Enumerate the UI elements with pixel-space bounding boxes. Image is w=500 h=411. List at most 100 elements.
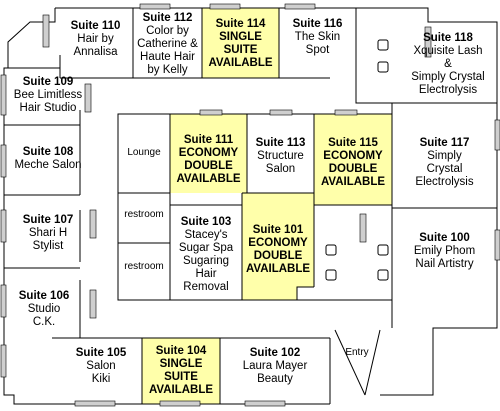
window	[84, 83, 92, 113]
suite-tenant: Xquisite Lash & Simply Crystal Electroly…	[411, 45, 485, 96]
suite-114-label: Suite 114 SINGLE SUITE AVAILABLE	[202, 18, 279, 70]
suite-tenant: Structure Salon	[257, 150, 304, 175]
suite-tenant: Meche Salon	[14, 159, 82, 171]
window	[284, 3, 316, 10]
chair-icon	[377, 39, 389, 51]
suite-name: Suite 114	[215, 18, 266, 30]
suite-114-fill	[202, 8, 279, 78]
window	[359, 213, 367, 243]
window	[0, 144, 7, 178]
suite-name: Suite 101	[252, 224, 304, 236]
suite-tenant: Studio C.K.	[27, 303, 61, 328]
window	[199, 109, 223, 116]
suite-tenant: The Skin Spot	[294, 31, 341, 56]
suite-tenant: Simply Crystal Electrolysis	[415, 150, 474, 188]
entry-door	[334, 329, 366, 396]
suite-name: Suite 105	[75, 347, 127, 359]
suite-110-label: Suite 110 Hair by Annalisa	[58, 20, 133, 59]
suite-108-label: Suite 108 Meche Salon	[4, 146, 92, 172]
window	[269, 109, 293, 116]
chair-icon	[325, 269, 337, 281]
suite-tenant: ECONOMY DOUBLE AVAILABLE	[176, 147, 241, 185]
suite-name: Suite 113	[255, 137, 306, 149]
suite-tenant: SINGLE SUITE AVAILABLE	[148, 358, 214, 396]
suite-106-label: Suite 106 Studio C.K.	[4, 290, 84, 329]
window	[494, 229, 500, 261]
window	[424, 26, 432, 58]
suite-name: Suite 103	[180, 216, 232, 228]
suite-tenant: Hair by Annalisa	[73, 33, 118, 58]
suite-103-label: Suite 103 Stacey's Sugar Spa Sugaring Ha…	[170, 216, 242, 294]
suite-name: Suite 117	[419, 137, 470, 149]
suite-tenant: Bee Limitless Hair Studio	[13, 89, 83, 114]
outer-wall-left	[3, 8, 330, 405]
suite-117-label: Suite 117 Simply Crystal Electrolysis	[392, 137, 497, 189]
suite-101-label: Suite 101 ECONOMY DOUBLE AVAILABLE	[242, 224, 314, 276]
suite-tenant: ECONOMY DOUBLE AVAILABLE	[320, 150, 386, 188]
suite-tenant: Laura Mayer Beauty	[242, 360, 308, 385]
entry-door	[364, 329, 381, 396]
suite-tenant: Emily Phom Nail Artistry	[413, 245, 476, 270]
suite-name: Suite 116	[292, 18, 343, 30]
restroom-label: restroom	[124, 209, 164, 220]
suite-105-label: Suite 105 Salon Kiki	[60, 347, 142, 386]
window	[139, 3, 171, 10]
chair-icon	[377, 244, 389, 256]
suite-name: Suite 108	[22, 146, 74, 158]
suite-112-label: Suite 112 Color by Catherine & Haute Hai…	[133, 12, 202, 77]
wall	[355, 60, 497, 104]
window	[244, 400, 286, 407]
window	[0, 74, 7, 116]
suite-tenant: ECONOMY DOUBLE AVAILABLE	[245, 237, 311, 275]
suite-tenant: Color by Catherine & Haute Hair by Kelly	[137, 25, 198, 76]
suite-name: Suite 102	[249, 347, 301, 359]
suite-102-label: Suite 102 Laura Mayer Beauty	[220, 347, 330, 386]
suite-name: Suite 104	[155, 345, 207, 357]
window	[0, 344, 7, 378]
suite-111-fill	[170, 114, 247, 193]
suite-101-fill	[242, 193, 314, 300]
window	[0, 284, 7, 318]
suite-115-fill	[314, 114, 392, 205]
suite-118-label: Suite 118 Xquisite Lash & Simply Crystal…	[398, 32, 498, 97]
suite-tenant: Stacey's Sugar Spa Sugaring Hair Removal	[178, 229, 234, 293]
suite-name: Suite 118	[423, 32, 473, 44]
suite-100-label: Suite 100 Emily Phom Nail Artistry	[392, 232, 497, 271]
suite-tenant: Shari H Stylist	[28, 227, 68, 252]
suite-name: Suite 100	[419, 232, 470, 244]
window	[0, 209, 7, 243]
window	[42, 14, 50, 48]
wall	[296, 286, 314, 300]
chair-icon	[377, 61, 389, 73]
chair-icon	[377, 269, 389, 281]
suite-name: Suite 110	[70, 20, 121, 32]
suite-name: Suite 109	[22, 76, 74, 88]
window	[209, 3, 241, 10]
suite-113-label: Suite 113 Structure Salon	[247, 137, 314, 176]
window	[89, 209, 97, 239]
suite-name: Suite 112	[142, 12, 193, 24]
suite-name: Suite 111	[183, 134, 234, 146]
window	[89, 289, 97, 319]
suite-104-fill	[142, 338, 220, 404]
window	[494, 119, 500, 151]
suite-109-label: Suite 109 Bee Limitless Hair Studio	[4, 76, 92, 115]
suite-tenant: SINGLE SUITE AVAILABLE	[208, 31, 273, 69]
suite-104-label: Suite 104 SINGLE SUITE AVAILABLE	[142, 345, 220, 397]
suite-111-label: Suite 111 ECONOMY DOUBLE AVAILABLE	[170, 134, 247, 186]
suite-name: Suite 106	[18, 290, 70, 302]
lounge-label: Lounge	[127, 147, 161, 158]
suite-tenant: Salon Kiki	[86, 360, 116, 385]
window	[334, 109, 358, 116]
chair-icon	[325, 244, 337, 256]
suite-name: Suite 115	[328, 137, 378, 149]
suite-107-label: Suite 107 Shari H Stylist	[4, 214, 92, 253]
window	[74, 400, 116, 407]
suite-115-label: Suite 115 ECONOMY DOUBLE AVAILABLE	[314, 137, 392, 189]
window	[159, 400, 201, 407]
entry-label: Entry	[345, 347, 369, 358]
suite-116-label: Suite 116 The Skin Spot	[279, 18, 356, 57]
outer-wall	[55, 7, 498, 396]
restroom-label: restroom	[124, 261, 164, 272]
